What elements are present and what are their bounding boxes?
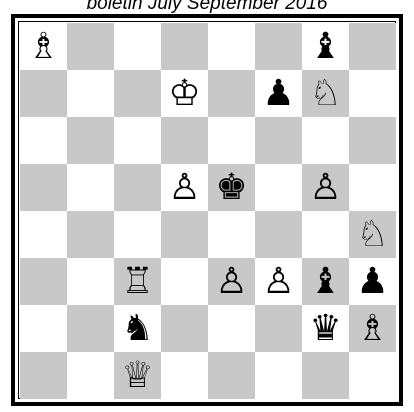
black-knight-icon[interactable]: ♞ — [121, 311, 153, 347]
white-bishop-icon[interactable]: ♗ — [27, 29, 59, 65]
square-f8[interactable] — [255, 23, 302, 70]
white-pawn-icon[interactable]: ♙ — [168, 170, 200, 206]
square-h2[interactable]: ♗ — [349, 305, 396, 352]
white-knight-icon[interactable]: ♘ — [356, 217, 388, 253]
square-g2[interactable]: ♛ — [302, 305, 349, 352]
square-d6[interactable] — [161, 117, 208, 164]
square-g7[interactable]: ♘ — [302, 70, 349, 117]
square-g8[interactable]: ♝ — [302, 23, 349, 70]
white-bishop-icon[interactable]: ♗ — [356, 311, 388, 347]
square-g3[interactable]: ♝ — [302, 258, 349, 305]
square-f6[interactable] — [255, 117, 302, 164]
square-e3[interactable]: ♙ — [208, 258, 255, 305]
square-b5[interactable] — [67, 164, 114, 211]
square-e5[interactable]: ♚ — [208, 164, 255, 211]
square-h5[interactable] — [349, 164, 396, 211]
square-a4[interactable] — [20, 211, 67, 258]
square-f5[interactable] — [255, 164, 302, 211]
square-c5[interactable] — [114, 164, 161, 211]
square-e4[interactable] — [208, 211, 255, 258]
chess-diagram-frame: ♗ ♝ ♔ ♟ ♘ ♙ ♚ ♙ ♘ ♖ ♙ ♙ ♝ ♟ ♞ ♛ ♗ ♕ — [11, 14, 403, 406]
square-d2[interactable] — [161, 305, 208, 352]
square-d3[interactable] — [161, 258, 208, 305]
square-d5[interactable]: ♙ — [161, 164, 208, 211]
square-f4[interactable] — [255, 211, 302, 258]
square-c4[interactable] — [114, 211, 161, 258]
square-c3[interactable]: ♖ — [114, 258, 161, 305]
square-f3[interactable]: ♙ — [255, 258, 302, 305]
square-b1[interactable] — [67, 352, 114, 399]
square-a1[interactable] — [20, 352, 67, 399]
black-king-icon[interactable]: ♚ — [215, 170, 247, 206]
square-h8[interactable] — [349, 23, 396, 70]
square-a8[interactable]: ♗ — [20, 23, 67, 70]
black-pawn-icon[interactable]: ♟ — [356, 264, 388, 300]
square-h3[interactable]: ♟ — [349, 258, 396, 305]
square-c1[interactable]: ♕ — [114, 352, 161, 399]
white-king-icon[interactable]: ♔ — [168, 76, 200, 112]
white-pawn-icon[interactable]: ♙ — [309, 170, 341, 206]
black-bishop-icon[interactable]: ♝ — [309, 264, 341, 300]
square-d8[interactable] — [161, 23, 208, 70]
square-h6[interactable] — [349, 117, 396, 164]
square-c2[interactable]: ♞ — [114, 305, 161, 352]
white-rook-icon[interactable]: ♖ — [121, 264, 153, 300]
square-c8[interactable] — [114, 23, 161, 70]
square-c7[interactable] — [114, 70, 161, 117]
black-bishop-icon[interactable]: ♝ — [309, 29, 341, 65]
square-b4[interactable] — [67, 211, 114, 258]
square-e6[interactable] — [208, 117, 255, 164]
square-f2[interactable] — [255, 305, 302, 352]
square-f1[interactable] — [255, 352, 302, 399]
white-pawn-icon[interactable]: ♙ — [262, 264, 294, 300]
square-a5[interactable] — [20, 164, 67, 211]
square-c6[interactable] — [114, 117, 161, 164]
square-b2[interactable] — [67, 305, 114, 352]
white-pawn-icon[interactable]: ♙ — [215, 264, 247, 300]
square-h4[interactable]: ♘ — [349, 211, 396, 258]
square-b7[interactable] — [67, 70, 114, 117]
square-f7[interactable]: ♟ — [255, 70, 302, 117]
white-queen-icon[interactable]: ♕ — [121, 358, 153, 394]
square-a6[interactable] — [20, 117, 67, 164]
chess-board: ♗ ♝ ♔ ♟ ♘ ♙ ♚ ♙ ♘ ♖ ♙ ♙ ♝ ♟ ♞ ♛ ♗ ♕ — [20, 23, 396, 399]
square-g4[interactable] — [302, 211, 349, 258]
square-d7[interactable]: ♔ — [161, 70, 208, 117]
square-e7[interactable] — [208, 70, 255, 117]
square-d1[interactable] — [161, 352, 208, 399]
black-pawn-icon[interactable]: ♟ — [262, 76, 294, 112]
square-b8[interactable] — [67, 23, 114, 70]
square-a7[interactable] — [20, 70, 67, 117]
square-h7[interactable] — [349, 70, 396, 117]
square-b3[interactable] — [67, 258, 114, 305]
square-e1[interactable] — [208, 352, 255, 399]
square-d4[interactable] — [161, 211, 208, 258]
square-g1[interactable] — [302, 352, 349, 399]
square-a2[interactable] — [20, 305, 67, 352]
square-g6[interactable] — [302, 117, 349, 164]
square-b6[interactable] — [67, 117, 114, 164]
square-h1[interactable] — [349, 352, 396, 399]
square-e8[interactable] — [208, 23, 255, 70]
black-queen-icon[interactable]: ♛ — [309, 311, 341, 347]
board-border: ♗ ♝ ♔ ♟ ♘ ♙ ♚ ♙ ♘ ♖ ♙ ♙ ♝ ♟ ♞ ♛ ♗ ♕ — [18, 21, 396, 399]
square-e2[interactable] — [208, 305, 255, 352]
square-a3[interactable] — [20, 258, 67, 305]
square-g5[interactable]: ♙ — [302, 164, 349, 211]
white-knight-icon[interactable]: ♘ — [309, 76, 341, 112]
